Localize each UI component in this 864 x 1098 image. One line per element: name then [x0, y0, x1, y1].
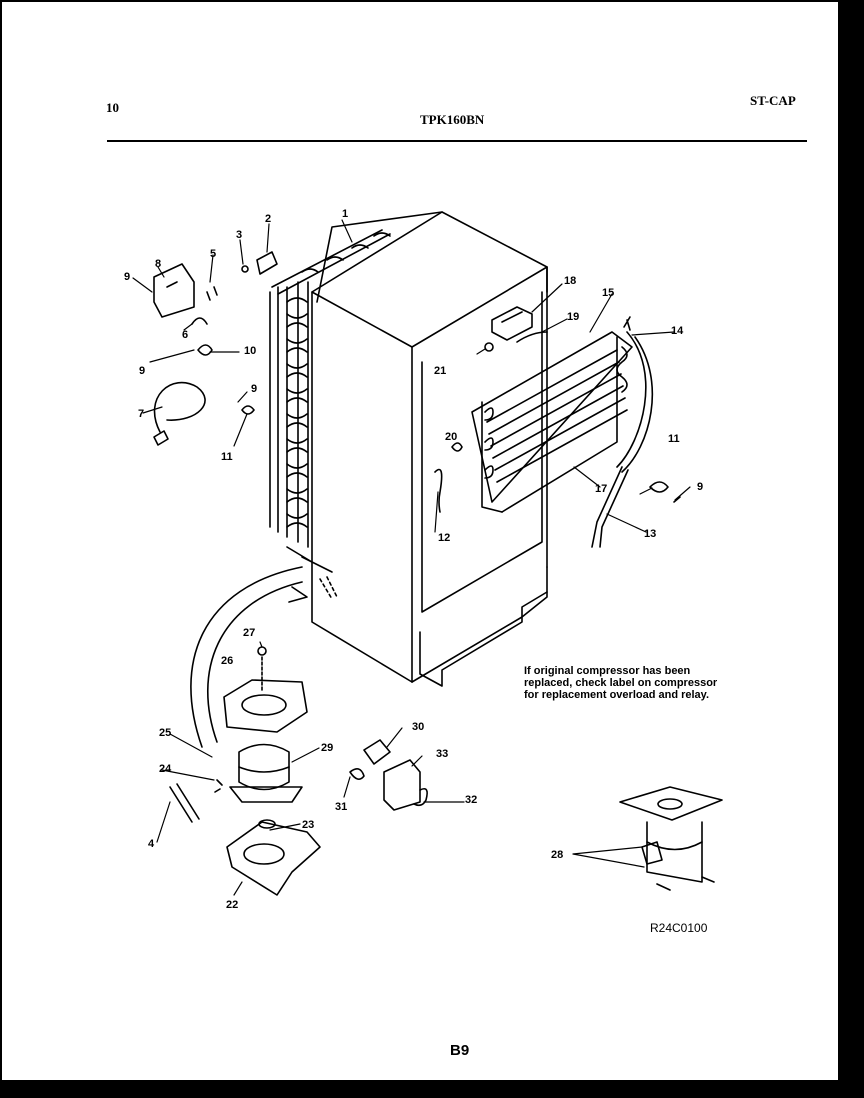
part-33 — [383, 759, 421, 811]
callout-27: 27 — [243, 627, 255, 639]
callout-21: 21 — [434, 365, 446, 377]
part-20 — [451, 442, 463, 452]
callout-labels: 1 2 3 4 5 6 7 8 9 9 9 9 10 11 11 12 13 1… — [124, 208, 703, 911]
callout-23: 23 — [302, 819, 314, 831]
callout-30: 30 — [412, 721, 424, 733]
callout-31: 31 — [335, 801, 347, 813]
callout-9d: 9 — [697, 481, 703, 493]
callout-22: 22 — [226, 899, 238, 911]
parts-sheet: 10 TPK160BN ST-CAP — [2, 2, 838, 1080]
callout-13: 13 — [644, 528, 656, 540]
part-21 — [484, 342, 494, 352]
leader-lines — [132, 219, 691, 896]
power-cord — [153, 381, 206, 433]
replacement-compressor — [619, 786, 723, 891]
callout-28: 28 — [551, 849, 563, 861]
callout-12: 12 — [438, 532, 450, 544]
callout-4: 4 — [148, 838, 155, 850]
callout-18: 18 — [564, 275, 576, 287]
callout-8: 8 — [155, 258, 161, 270]
callout-2: 2 — [265, 213, 271, 225]
header-rule — [107, 140, 807, 142]
callout-9a: 9 — [124, 271, 130, 283]
page-number: 10 — [106, 100, 119, 115]
part-19-wire — [516, 331, 548, 343]
callout-26: 26 — [221, 655, 233, 667]
callout-17: 17 — [595, 483, 607, 495]
callout-20: 20 — [445, 431, 457, 443]
callout-9c: 9 — [251, 383, 257, 395]
compressor-assembly — [169, 646, 428, 896]
callout-15: 15 — [602, 287, 614, 299]
callout-19: 19 — [567, 311, 579, 323]
refrigerator-cabinet — [311, 211, 548, 687]
part-5 — [206, 286, 218, 301]
section-code: ST-CAP — [750, 93, 796, 108]
part-3 — [241, 265, 249, 273]
callout-9b: 9 — [139, 365, 145, 377]
callout-33: 33 — [436, 748, 448, 760]
page-id: B9 — [450, 1042, 470, 1059]
callout-25: 25 — [159, 727, 171, 739]
compressor-note: If original compressor has been replaced… — [524, 665, 718, 701]
callout-6: 6 — [182, 329, 188, 341]
callout-32: 32 — [465, 794, 477, 806]
part-11-left — [241, 405, 255, 415]
part-8 — [153, 263, 195, 318]
callout-29: 29 — [321, 742, 333, 754]
part-16 — [434, 468, 443, 513]
part-6 — [191, 317, 208, 325]
part-30 — [363, 739, 391, 765]
callout-3: 3 — [236, 229, 242, 241]
callout-7: 7 — [138, 408, 144, 420]
callout-24: 24 — [159, 763, 172, 775]
part-31 — [349, 768, 365, 780]
part-2 — [256, 251, 278, 275]
model-number: TPK160BN — [420, 112, 485, 127]
exploded-parts-diagram: 1 2 3 4 5 6 7 8 9 9 9 9 10 11 11 12 13 1… — [124, 208, 723, 911]
callout-5: 5 — [210, 248, 216, 260]
part-10 — [197, 344, 213, 356]
callout-1: 1 — [342, 208, 348, 220]
part-11-right — [649, 481, 669, 493]
reference-code: R24C0100 — [650, 921, 708, 935]
callout-11a: 11 — [221, 451, 233, 463]
condenser-coil — [269, 229, 391, 573]
callout-10: 10 — [244, 345, 256, 357]
callout-11b: 11 — [668, 433, 680, 445]
evaporator-coil — [471, 316, 654, 548]
callout-14: 14 — [671, 325, 684, 337]
drain-tube — [190, 566, 338, 748]
part-18 — [491, 306, 533, 341]
